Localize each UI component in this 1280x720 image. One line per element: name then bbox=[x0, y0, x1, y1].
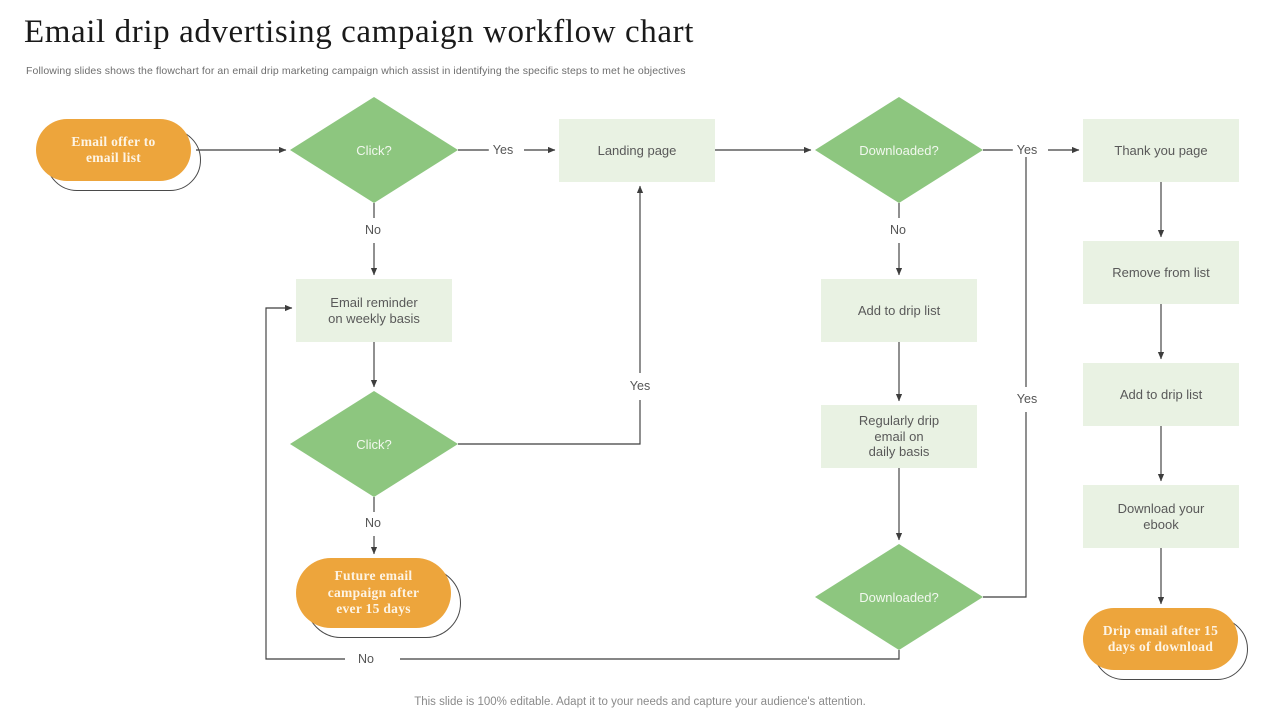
node-label: Remove from list bbox=[1112, 264, 1210, 280]
edge-label-no-downloaded1: No bbox=[886, 223, 910, 237]
page-title: Email drip advertising campaign workflow… bbox=[24, 14, 694, 50]
node-label: Click? bbox=[356, 436, 392, 452]
node-label: Add to drip list bbox=[857, 302, 941, 318]
node-label: Add to drip list bbox=[1119, 386, 1203, 402]
edge-label-yes-click1: Yes bbox=[488, 143, 518, 157]
node-click-decision-2[interactable]: Click? bbox=[290, 391, 458, 497]
editable-note: This slide is 100% editable. Adapt it to… bbox=[414, 696, 866, 708]
node-label: Landing page bbox=[597, 142, 677, 158]
node-label: Downloaded? bbox=[859, 142, 939, 158]
node-thank-you-page[interactable]: Thank you page bbox=[1083, 119, 1239, 182]
node-downloaded-decision-2[interactable]: Downloaded? bbox=[815, 544, 983, 650]
edge-label-yes-click2: Yes bbox=[625, 379, 655, 393]
node-remove-from-list[interactable]: Remove from list bbox=[1083, 241, 1239, 304]
edge-label-yes-downloaded1: Yes bbox=[1012, 143, 1042, 157]
node-downloaded-decision-1[interactable]: Downloaded? bbox=[815, 97, 983, 203]
node-add-to-drip-list-2[interactable]: Add to drip list bbox=[1083, 363, 1239, 426]
node-label: Thank you page bbox=[1114, 142, 1208, 158]
page-subtitle: Following slides shows the flowchart for… bbox=[26, 65, 686, 77]
node-label: Downloaded? bbox=[859, 589, 939, 605]
node-label: Click? bbox=[356, 142, 392, 158]
edge-label-no-click1: No bbox=[361, 223, 385, 237]
node-landing-page[interactable]: Landing page bbox=[559, 119, 715, 182]
edge-label-yes-downloaded2: Yes bbox=[1012, 392, 1042, 406]
edge-label-no-click2: No bbox=[361, 516, 385, 530]
edge-label-no-downloaded2: No bbox=[354, 652, 378, 666]
node-click-decision-1[interactable]: Click? bbox=[290, 97, 458, 203]
node-add-to-drip-list-1[interactable]: Add to drip list bbox=[821, 279, 977, 342]
